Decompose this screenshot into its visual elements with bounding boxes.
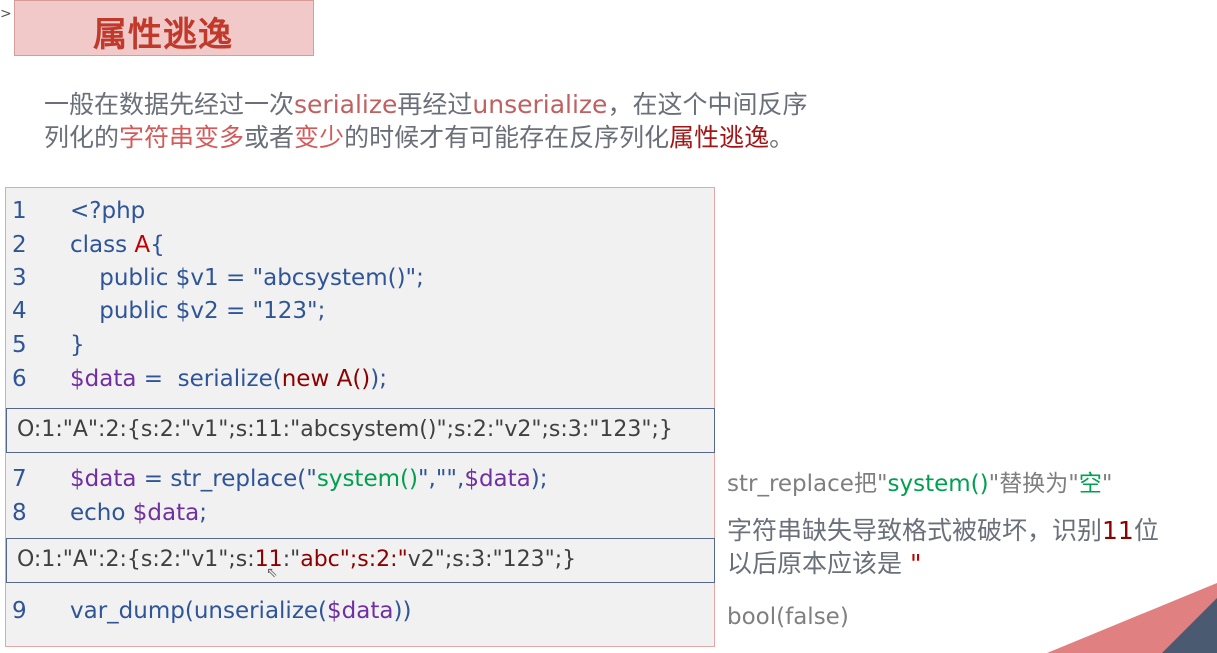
line-number: 9: [12, 598, 27, 624]
line-number: 2: [12, 232, 27, 258]
intro-text: 再经过: [397, 90, 473, 119]
line-number: 6: [12, 366, 27, 392]
intro-text: 一般在数据先经过一次: [44, 90, 295, 119]
variable: $data: [132, 500, 200, 526]
note-text: "替换为": [988, 471, 1079, 497]
new-expression: new A(): [281, 366, 371, 392]
code-line-6: 6 $data = serialize(new A());: [12, 366, 387, 392]
intro-text: 列化的: [44, 123, 120, 152]
escaped-string: abc";s:2:": [300, 547, 408, 572]
keyword-unserialize: unserialize: [472, 90, 608, 119]
note-text: str_replace把": [727, 471, 888, 497]
code-line-7: 7$data = str_replace("system()","",$data…: [12, 466, 548, 492]
line-number: 8: [12, 500, 27, 526]
corner-decoration-dark: [1162, 598, 1217, 653]
intro-line-1: 一般在数据先经过一次serialize再经过unserialize，在这个中间反…: [44, 88, 864, 121]
intro-line-2: 列化的字符串变多或者变少的时候才有可能存在反序列化属性逃逸。: [44, 121, 864, 154]
code-line-8: 8 echo $data;: [12, 500, 207, 526]
note-text: 以后原本应该是: [727, 549, 910, 578]
keyword-serialize: serialize: [294, 90, 398, 119]
variable: $data: [327, 598, 394, 624]
note-line: 以后原本应该是 ": [727, 547, 1207, 580]
code-text: );: [530, 466, 548, 492]
keyword-property-escape: 属性逃逸: [669, 123, 770, 152]
line-number: 4: [12, 298, 27, 324]
code-line-4: 4 public $v2 = "123";: [12, 298, 325, 324]
output-text: v2";s:3:"123";}: [407, 547, 577, 572]
note-line: 字符串缺失导致格式被破坏，识别11位: [727, 514, 1207, 547]
replaced-output: O:1:"A":2:{s:2:"v1";s:11:"abc";s:2:"v2";…: [17, 547, 576, 572]
serialized-output: O:1:"A":2:{s:2:"v1";s:11:"abcsystem()";s…: [17, 417, 673, 442]
note-number: 11: [1102, 516, 1134, 545]
note-text: 字符串缺失导致格式被破坏，识别: [727, 516, 1103, 545]
page-title: 属性逃逸: [93, 15, 233, 55]
line-number: 1: [12, 198, 27, 224]
code-text: );: [370, 366, 387, 392]
length-value: 11: [254, 547, 283, 572]
code-text: = str_replace(": [136, 466, 317, 492]
output-text: O:1:"A":2:{s:2:"v1";s:: [17, 547, 255, 572]
code-line-1: 1 <?php: [12, 198, 145, 224]
variable: $data: [70, 466, 137, 492]
code-text: ","",: [417, 466, 465, 492]
note-keyword: system(): [887, 471, 989, 497]
line-number: 7: [12, 466, 27, 492]
class-name: A: [134, 232, 151, 258]
corner-marker: >: [0, 6, 12, 22]
variable: $data: [464, 466, 531, 492]
intro-text: 的时候才有可能存在反序列化: [344, 123, 670, 152]
intro-paragraph: 一般在数据先经过一次serialize再经过unserialize，在这个中间反…: [44, 88, 864, 154]
note-format-broken: 字符串缺失导致格式被破坏，识别11位 以后原本应该是 ": [727, 514, 1207, 580]
code-line-9: 9 var_dump(unserialize($data)): [12, 598, 411, 624]
line-number: 3: [12, 265, 27, 291]
keyword-shrink: 变少: [294, 123, 345, 152]
note-keyword: 空: [1078, 471, 1102, 497]
note-replace: str_replace把"system()"替换为"空": [727, 464, 1112, 498]
string-literal: system(): [316, 466, 418, 492]
code-text: public $v2 = "123";: [70, 298, 326, 324]
note-text: 位: [1133, 516, 1159, 545]
code-text: public $v1 = "abcsystem()";: [70, 265, 424, 291]
code-text: <?php: [70, 198, 146, 224]
output-box-1: O:1:"A":2:{s:2:"v1";s:11:"abcsystem()";s…: [6, 408, 715, 453]
mouse-cursor-icon: ⇖: [266, 565, 278, 581]
code-line-3: 3 public $v1 = "abcsystem()";: [12, 265, 424, 291]
code-text: serialize(: [170, 366, 282, 392]
title-banner: 属性逃逸: [14, 0, 314, 56]
code-text: =: [136, 366, 171, 392]
output-box-2: O:1:"A":2:{s:2:"v1";s:11:"abc";s:2:"v2";…: [6, 538, 715, 583]
note-text: ": [1101, 471, 1113, 497]
keyword-string-grow: 字符串变多: [119, 123, 245, 152]
note-quote: ": [909, 549, 922, 578]
code-text: {: [150, 232, 165, 258]
output-text: :": [282, 547, 301, 572]
note-result: bool(false): [727, 604, 849, 630]
code-text: }: [70, 332, 85, 358]
intro-text: 。: [769, 123, 795, 152]
intro-text: ，在这个中间反序: [607, 90, 808, 119]
variable: $data: [70, 366, 137, 392]
code-text: class: [70, 232, 135, 258]
code-text: ;: [199, 500, 207, 526]
code-line-2: 2 class A{: [12, 232, 165, 258]
code-text: )): [393, 598, 412, 624]
code-text: echo: [70, 500, 133, 526]
line-number: 5: [12, 332, 27, 358]
code-text: var_dump(unserialize(: [70, 598, 328, 624]
intro-text: 或者: [244, 123, 295, 152]
code-line-5: 5}: [12, 332, 85, 358]
